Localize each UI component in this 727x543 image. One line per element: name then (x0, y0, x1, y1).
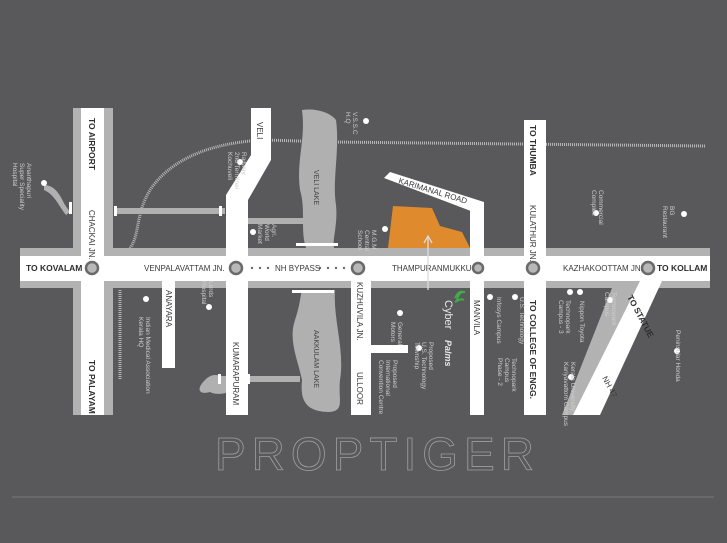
poi-label: World (263, 224, 270, 241)
poi-label: Hospital (200, 281, 207, 305)
label-veli-lake: VELI LAKE (312, 170, 319, 205)
poi-label: 2nd Terminal (233, 152, 240, 190)
label-to-college: TO COLLEGE OF ENGG. (528, 300, 538, 399)
veli-lake (299, 109, 338, 249)
poi-label: Campus - 3 (557, 300, 564, 334)
label-to-palayam: TO PALAYAM (87, 360, 97, 414)
poi-label: Peninsular Honda (674, 330, 681, 382)
logo-palms: Palms (443, 340, 453, 367)
junction-venpalavattam (228, 260, 244, 276)
label-to-thumba: TO THUMBA (528, 125, 538, 176)
junction-kazhakoottam (640, 260, 656, 276)
cyberpalms-logo: Cyber Palms (423, 234, 466, 367)
poi-label: Campus (503, 358, 510, 383)
label-venpalavattam: VENPALAVATTAM JN. (144, 264, 225, 273)
poi-label: Technopark (564, 300, 571, 334)
bridges (69, 202, 338, 384)
poi-label: Railway (240, 152, 247, 176)
poi-label: Technopark (510, 358, 517, 392)
label-manvila: MANVILA (472, 300, 481, 336)
poi-label: Phase - 2 (496, 358, 503, 386)
poi-label: Technopark (610, 292, 617, 326)
label-kulathur: KULATHUR JN. (528, 205, 537, 262)
canal (44, 185, 225, 215)
poi-label: Lords (207, 281, 214, 298)
junction-chackai (84, 260, 100, 276)
poi-label: U.S. Technology (518, 297, 525, 345)
label-kumarapuram: KUMARAPURAM (231, 342, 240, 405)
poi-label: Kochuveli (226, 152, 233, 180)
poi-label: Market (256, 224, 263, 244)
poi-markers (41, 118, 687, 380)
label-to-airport: TO AIRPORT (87, 118, 97, 171)
poi-label: Kerala University (569, 362, 576, 412)
poi-label: V.S.S.C (351, 112, 358, 135)
poi-label: Proposed (427, 342, 434, 370)
label-kuzhuvila: KUZHUVILA JN. (355, 282, 364, 341)
poi-label: General (396, 322, 403, 346)
poi-label: Indian Medical Association (144, 317, 151, 394)
label-aakkulam-lake: AAKKULAM LAKE (312, 330, 319, 388)
poi-label: Motors (389, 322, 396, 343)
lake-channel (199, 218, 305, 394)
poi-label: Super Speciality (18, 163, 25, 211)
poi-label: Ananthapuri (25, 163, 32, 198)
label-kazhakoottam: KAZHAKOOTTAM JN. (563, 264, 643, 273)
junction-kulathur (525, 260, 541, 276)
poi-label: Township (413, 342, 420, 369)
poi-label: U.S. Technology (420, 342, 427, 390)
poi-label: Proposed (391, 360, 398, 388)
poi-label: Kariyavattom Campus (562, 362, 569, 427)
junction-kuzhuvila (350, 260, 366, 276)
poi-label: Convention Centre (377, 360, 384, 415)
poi-label: Hospital (11, 163, 18, 187)
watermark: PROPTIGER (215, 428, 540, 480)
poi-label: Complex (590, 190, 597, 216)
label-chackai: CHACKAI JN. (87, 210, 96, 260)
junction-thampuranmukku (471, 261, 485, 275)
label-nh-bypass: NH BYPASS (275, 264, 320, 273)
project-site (388, 206, 470, 248)
label-anayara: ANAYARA (164, 290, 173, 328)
roads (20, 108, 710, 415)
poi-label: H.Q (344, 112, 351, 124)
label-to-kollam: TO KOLLAM (657, 263, 707, 273)
label-karimanal-road: KARIMANAL ROAD (397, 176, 468, 206)
poi-label: School (356, 230, 363, 250)
label-to-kovalam: TO KOVALAM (26, 263, 82, 273)
poi-label: Kerala HQ (137, 317, 144, 347)
poi-label: Infosys Campus (495, 297, 502, 344)
poi-label: Commercial (597, 190, 604, 225)
poi-label: Nippon Toyota (578, 301, 585, 343)
poi-label: BG (668, 206, 675, 215)
poi-label: Central (363, 230, 370, 252)
poi-label: Campus (603, 292, 610, 317)
label-thampuranmukku: THAMPURANMUKKU (392, 264, 472, 273)
poi-label: Agri. (270, 224, 277, 238)
poi-label: International (384, 360, 391, 396)
label-ulloor: ULLOOR (355, 372, 364, 405)
logo-cyber: Cyber (442, 300, 454, 330)
poi-label: Restaurant (661, 206, 668, 238)
poi-label: M.G.M (370, 230, 377, 250)
label-veli: VELI (255, 122, 264, 139)
aakkulam-lake (292, 290, 342, 412)
